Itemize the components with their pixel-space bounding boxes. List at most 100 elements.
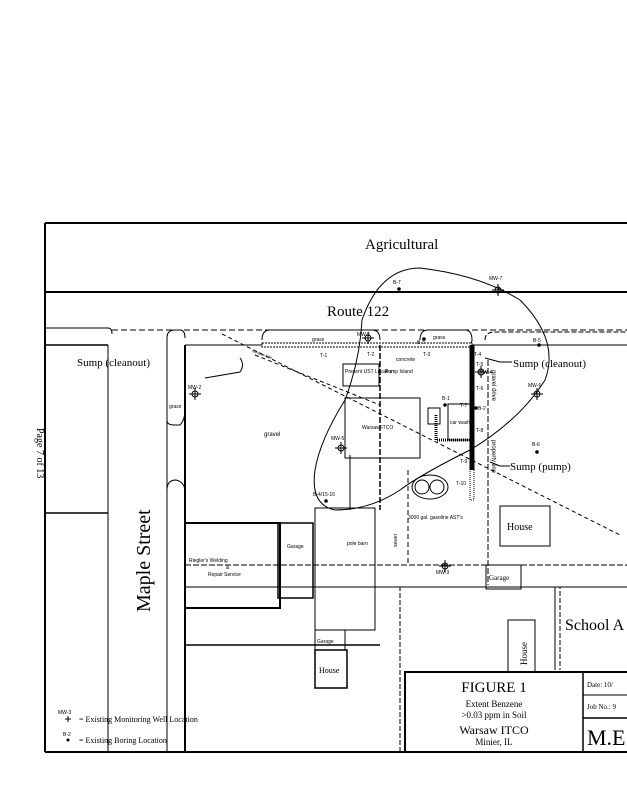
garage-building (277, 522, 314, 599)
area-concrete: concrete (396, 357, 415, 363)
label-present-ust: Present UST Location (345, 369, 394, 375)
buildings (184, 363, 561, 752)
label-t-9: T-9 (460, 459, 467, 465)
label-welding-2: & (226, 565, 230, 571)
title-subtitle-2: >0.03 ppm in Soil (461, 710, 527, 720)
area-route-122: Route 122 (327, 304, 389, 320)
sump-pump: Sump (pump) (510, 461, 571, 473)
boring-b-5 (537, 343, 541, 347)
label-garage-3: Garage (489, 574, 509, 582)
label-t-10: T-10 (456, 481, 466, 487)
well-mw-4 (475, 366, 487, 378)
label-warsaw-itco: Warsaw ITCO (362, 425, 393, 431)
sump-leaders (204, 357, 512, 467)
label-mw-4: MW-4 (479, 370, 492, 376)
boring-b-4 (324, 499, 328, 503)
label-pump-island: Pump Island (385, 369, 413, 375)
label-mw-1: MW-1 (357, 332, 370, 338)
label-welding-1: Riegler's Welding (189, 558, 228, 564)
legend-b-label: B-2 (63, 732, 71, 738)
label-mw-5: MW-5 (331, 436, 344, 442)
borings (324, 287, 541, 503)
area-grass-top: grass (312, 337, 325, 343)
label-ast: 3000 gal. gasoline AST's (408, 515, 463, 521)
streets (185, 564, 627, 646)
maple-street-edges (45, 338, 186, 752)
welding-building (184, 522, 281, 609)
area-agricultural: Agricultural (365, 237, 438, 253)
property-lines (349, 345, 489, 585)
area-grass-top-right: grass (433, 335, 446, 341)
label-welding-3: Repair Service (208, 572, 241, 578)
label-t-3: T-3 (423, 352, 430, 358)
label-garage-1: Garage (287, 544, 304, 550)
label-pole-barn: pole barn (347, 541, 368, 547)
area-gravel-drive: gravel drive (490, 370, 496, 402)
title-block (404, 671, 627, 753)
label-mw-6: MW-6 (528, 383, 541, 389)
label-b-3: B-3 (417, 340, 425, 346)
boring-b-7 (397, 287, 401, 291)
well-mw-1 (362, 332, 374, 344)
legend: MW-3 = Existing Monitoring Well Location… (58, 710, 198, 745)
area-grass-left: grass (169, 404, 182, 410)
legend-mw-text: = Existing Monitoring Well Location (79, 715, 198, 724)
boring-b-6 (535, 450, 539, 454)
area-property-line: property line (490, 440, 496, 474)
label-b-5: B-5 (533, 338, 541, 344)
label-mw-2: MW-2 (188, 385, 201, 391)
area-school: School A (565, 617, 625, 634)
boring-b-3 (422, 337, 426, 341)
title-job: Job No.: 9 (587, 703, 616, 711)
label-house-3: House (519, 642, 529, 665)
area-gravel: gravel (264, 432, 280, 438)
label-house-1: House (319, 666, 340, 675)
car-wash-building (447, 403, 471, 441)
title-figure: FIGURE 1 (461, 680, 526, 696)
label-t-4: T-4 (474, 352, 481, 358)
label-house-2: House (507, 522, 533, 533)
pole-barn-building (314, 507, 376, 631)
label-t-1: T-1 (320, 353, 327, 359)
label-b-4: B-4/15-16 (313, 492, 335, 498)
label-mw-7: MW-7 (489, 276, 502, 282)
map-frame (44, 222, 627, 753)
label-t-2: T-2 (367, 352, 374, 358)
label-t-5: T-5 (476, 362, 483, 368)
present-ust-box (342, 363, 380, 387)
garage-right-building (485, 564, 522, 590)
label-b-7: B-7 (393, 280, 401, 286)
legend-mw-label: MW-3 (58, 710, 71, 716)
legend-b-text: = Existing Boring Location (79, 736, 167, 745)
label-b-1: B-1 (442, 396, 450, 402)
label-car-wash: car wash (450, 420, 470, 426)
warsaw-itco-building (344, 397, 421, 459)
sump-cleanout-left: Sump (cleanout) (77, 357, 150, 369)
ast-tanks (411, 474, 449, 500)
label-t-8: T-8 (476, 428, 483, 434)
area-maple-street: Maple Street (133, 509, 155, 612)
label-t-7: T-7 (460, 403, 467, 409)
legend-b-icon (66, 738, 70, 742)
label-garage-2: Garage (317, 639, 334, 645)
well-mw-3 (439, 560, 451, 572)
well-mw-6 (531, 388, 543, 400)
title-date: Date: 10/ (587, 681, 613, 689)
house-building (499, 505, 551, 547)
title-site: Warsaw ITCO (459, 723, 529, 737)
title-company: M.E (587, 725, 626, 750)
boring-b-1 (443, 403, 447, 407)
title-location: Minier, IL (475, 737, 512, 747)
sump-cleanout-right: Sump (cleanout) (513, 358, 586, 370)
label-t-6: T-6 (476, 386, 483, 392)
label-mw-3: MW-3 (436, 570, 449, 576)
house-small-building (314, 649, 348, 689)
legend-mw-icon (65, 716, 71, 722)
page-label: Page 7 of 13 (34, 428, 45, 478)
label-b-6: B-6 (532, 442, 540, 448)
title-subtitle-1: Extent Benzene (466, 699, 523, 709)
boring-b-2 (474, 406, 478, 410)
label-b-2: B-2 (478, 406, 486, 412)
window-line (221, 333, 621, 536)
